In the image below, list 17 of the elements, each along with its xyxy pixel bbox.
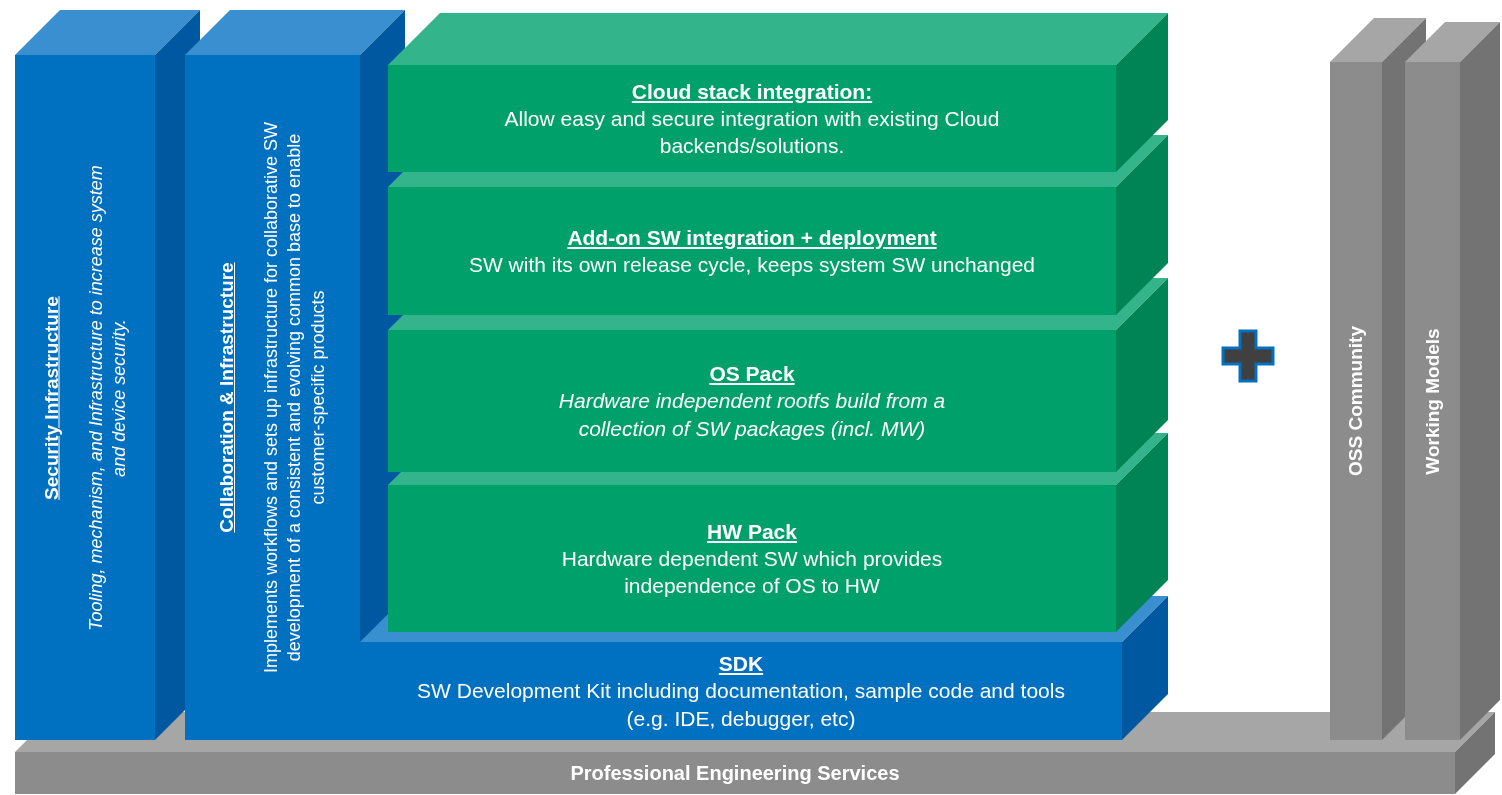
block-heading: Working Models: [1420, 327, 1444, 475]
block-heading: HW Pack: [707, 518, 797, 545]
block-description: Hardware dependent SW which provides independence of OS to HW: [560, 545, 944, 600]
block-heading: Professional Engineering Services: [570, 761, 900, 786]
block-heading: Add-on SW integration + deployment: [567, 224, 937, 251]
block-heading: Security Infrastructure: [39, 295, 63, 500]
block-description: SW with its own release cycle, keeps system SW unchanged: [468, 252, 1036, 278]
block-description: Hardware independent rootfs build from a collection of SW packages (incl. MW): [557, 388, 947, 442]
block-heading: Collaboration & Infrastructure: [215, 262, 239, 533]
block-heading: SDK: [718, 651, 764, 678]
block-description: Allow easy and secure integration with existing Cloud backends/solutions.: [503, 105, 1001, 160]
block-heading: OS Pack: [709, 361, 795, 388]
block-description: SW Development Kit including documentation, sample code and tools (e.g. IDE, debugger, etc): [416, 678, 1066, 732]
block-description: Implements workflows and sets up infrastructure for collaborative SW development of a consistent and evolving common base to enable customer-specific products: [259, 120, 329, 676]
block-heading: Cloud stack integration:: [631, 78, 873, 105]
block-heading: OSS Community: [1343, 326, 1367, 476]
block-description: Tooling, mechanism, and Infrastructure to increase system and device security.: [83, 163, 130, 633]
